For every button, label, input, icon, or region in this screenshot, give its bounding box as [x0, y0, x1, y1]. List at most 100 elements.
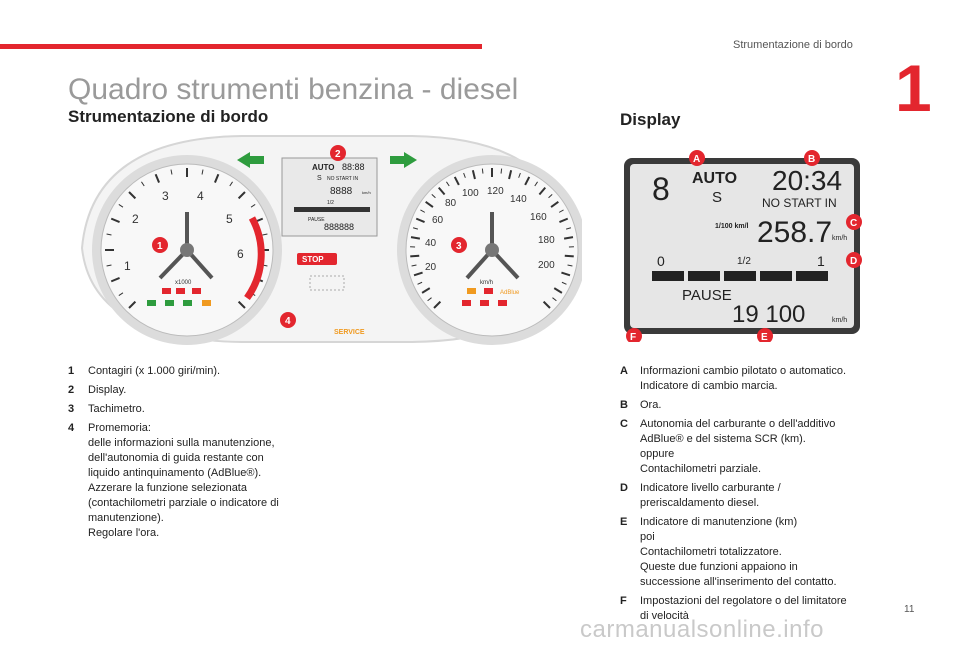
dial-tick	[446, 181, 450, 187]
gauge-mid: 1/2	[737, 256, 751, 267]
legend-text: Contagiri (x 1.000 giri/min).	[88, 364, 308, 379]
tacho-unit: x1000	[175, 280, 192, 286]
legend-line: Display.	[88, 384, 127, 396]
speedometer-dial: 20 40 60 80 100 120 140 160 180 200 km/h…	[397, 155, 582, 345]
speedo-number: 80	[445, 198, 457, 209]
callout-e-label: E	[761, 332, 768, 342]
callout-c-label: C	[850, 218, 857, 229]
dial-tick	[110, 217, 120, 223]
dial-tick	[413, 271, 423, 277]
chapter-number: 1	[895, 51, 932, 125]
legend-key: 1	[68, 365, 75, 377]
speedo-number: 120	[487, 186, 504, 197]
header-accent-bar	[0, 44, 482, 49]
tacho-number: 3	[162, 189, 169, 203]
fuel-gauge-bars	[652, 271, 828, 281]
legend-key: B	[620, 399, 628, 411]
legend-line: Autonomia del carburante o dell'additivo	[640, 418, 836, 430]
legend-line: Indicatore livello carburante /	[640, 482, 781, 494]
dial-tick	[170, 169, 173, 175]
legend-key: F	[620, 595, 627, 607]
dial-tick	[425, 200, 434, 208]
adblue-label: AdBlue	[500, 290, 520, 296]
legend-line: Regolare l'ora.	[88, 527, 160, 539]
dial-tick	[214, 173, 220, 183]
dial-tick	[411, 264, 417, 267]
callout-1	[152, 237, 168, 253]
warning-lamp-panel: STOP SERVICE 4	[280, 253, 365, 336]
legend-key: E	[620, 516, 628, 528]
display-range: 258.7	[757, 216, 832, 249]
legend-line: Contagiri (x 1.000 giri/min).	[88, 365, 221, 377]
legend-line: dell'autonomia di guida restante con	[88, 452, 264, 464]
legend-text: Autonomia del carburante o dell'additivo…	[640, 417, 880, 477]
dial-tick	[229, 181, 233, 187]
legend-key: C	[620, 418, 628, 430]
legend-line: Ora.	[640, 399, 662, 411]
dial-tick	[421, 287, 431, 294]
dial-tick	[412, 227, 419, 230]
dial-tick	[250, 204, 256, 208]
legend-item: 1 Contagiri (x 1.000 giri/min).	[68, 364, 308, 379]
dial-tick	[262, 233, 268, 236]
dial-tick	[237, 300, 246, 309]
callout-f-label: F	[630, 332, 636, 342]
dial-tick	[565, 227, 572, 230]
dial-tick	[118, 292, 124, 296]
legend-line: (contachilometri parziale o indicatore d…	[88, 497, 279, 509]
dial-tick	[563, 236, 574, 240]
dial-tick	[542, 300, 551, 309]
callout-a-label: A	[693, 154, 700, 165]
legend-line: Queste due funzioni appaiono in	[640, 561, 798, 573]
dial-tick	[550, 200, 559, 208]
display-auto: AUTO	[692, 170, 737, 187]
display-no-start: NO START IN	[762, 196, 837, 210]
legend-text: Informazioni cambio pilotato o automatic…	[640, 364, 880, 394]
legend-key: D	[620, 482, 628, 494]
dial-tick	[420, 209, 426, 213]
legend-line: Indicatore di manutenzione (km)	[640, 516, 798, 528]
mini-pause: PAUSE	[308, 217, 325, 223]
display-callouts: A B C D E F	[626, 150, 862, 342]
legend-line: oppure	[640, 448, 675, 460]
legend-line: delle informazioni sulla manutenzione,	[88, 437, 275, 449]
mini-range: 8888	[330, 186, 353, 197]
callout-label: 4	[285, 316, 291, 327]
legend-text: Display.	[88, 383, 308, 398]
legend-line: Promemoria:	[88, 422, 151, 434]
dial-tick	[471, 170, 476, 180]
display-gear-sign: S	[712, 189, 722, 206]
callout-label: 1	[157, 241, 163, 252]
dial-tick	[128, 300, 137, 309]
dial-tick	[561, 271, 571, 277]
mini-auto: AUTO	[312, 163, 335, 172]
dial-tick	[558, 209, 564, 213]
legend-line: manutenzione).	[88, 512, 164, 524]
dial-tick	[559, 217, 569, 223]
speedo-number: 60	[432, 215, 444, 226]
tacho-number: 1	[124, 259, 131, 273]
legend-line: Informazioni cambio pilotato o automatic…	[640, 365, 847, 377]
center-mini-display: AUTO 88:88 S NO START IN 8888 km/h 1/2 P…	[281, 145, 378, 237]
mini-no-start: NO START IN	[327, 176, 359, 182]
legend-item: D Indicatore livello carburante /prerisca…	[620, 481, 880, 511]
dial-tick	[561, 281, 567, 285]
dial-tick	[508, 170, 513, 180]
dial-tick	[534, 181, 538, 187]
dial-tick	[201, 169, 204, 175]
legend-text: Indicatore livello carburante /preriscal…	[640, 481, 880, 511]
speedo-number: 200	[538, 260, 555, 271]
callout-4	[280, 312, 296, 328]
legend-line: Tachimetro.	[88, 403, 145, 415]
display-range-unit: km/h	[832, 235, 847, 242]
legend-line: AdBlue® e del sistema SCR (km).	[640, 433, 806, 445]
dial-tick	[524, 176, 531, 186]
speedo-number: 40	[425, 238, 437, 249]
legend-item: C Autonomia del carburante o dell'additiv…	[620, 417, 880, 477]
dial-tick	[518, 172, 521, 178]
dial-tick	[552, 297, 557, 302]
